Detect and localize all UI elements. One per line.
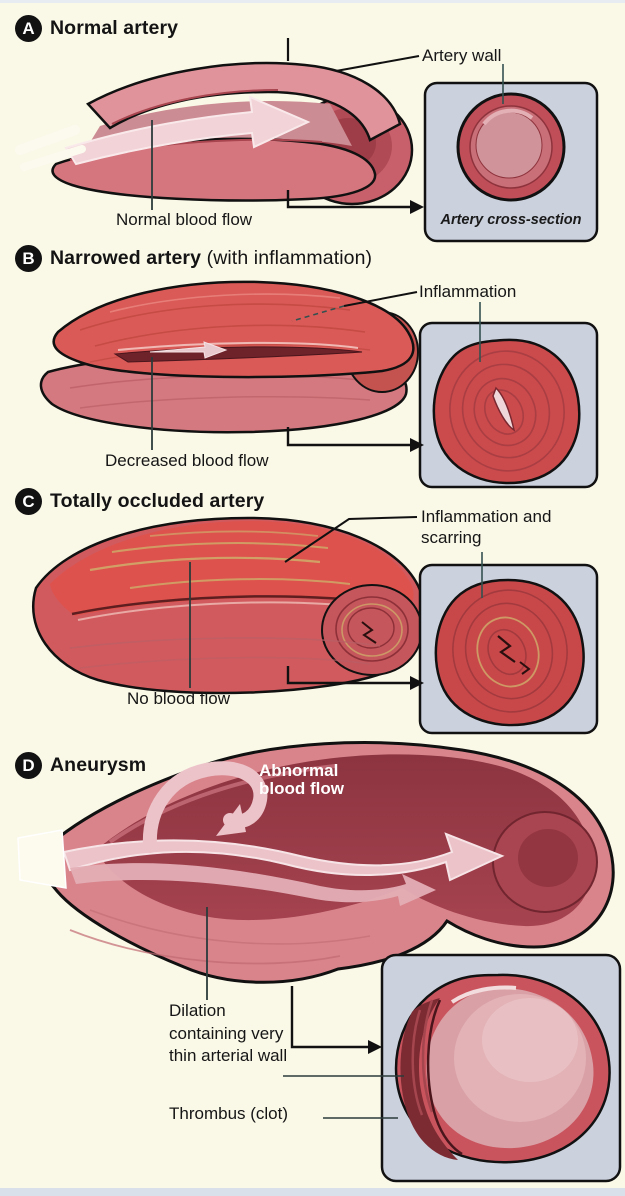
scarring-leader: [284, 516, 418, 563]
abnormal-blood-flow-label: Abnormal blood flow: [259, 761, 344, 798]
inflammation-leader: [343, 291, 418, 307]
section-title-a: Normal artery: [50, 17, 179, 39]
normal-artery-illustration: [15, 61, 414, 206]
section-title-b-suffix: (with inflammation): [201, 247, 373, 269]
decreased-flow-arrow: [149, 341, 228, 359]
cross-section-caption: Artery cross-section: [440, 212, 582, 228]
inflammation-scarring-label: Inflammation and scarring: [421, 507, 552, 547]
abnormal-flow-arrow: [62, 832, 505, 882]
normal-blood-flow-label: Normal blood flow: [116, 210, 253, 229]
section-badge-b: B: [15, 245, 42, 272]
aneurysm-illustration: [17, 741, 615, 984]
elbow-arrow-d: [290, 986, 368, 1049]
elbow-arrow-c: [286, 666, 410, 685]
leader-lines: [151, 38, 504, 1119]
section-badge-d: D: [15, 752, 42, 779]
artery-wall-bottom: [51, 137, 377, 202]
occluded-cross-section-panel: [418, 563, 599, 735]
narrowed-artery-illustration: [39, 280, 419, 434]
occluded-artery-illustration: [31, 516, 426, 695]
elbow-arrow-b: [286, 427, 410, 447]
dilation-label: Dilation containing very thin arterial w…: [169, 1001, 288, 1065]
section-badge-c: C: [15, 488, 42, 515]
section-title-b-main: Narrowed artery: [50, 247, 202, 269]
no-blood-flow-label: No blood flow: [127, 689, 231, 708]
section-title-d: Aneurysm: [50, 754, 147, 776]
section-title-c: Totally occluded artery: [50, 490, 265, 512]
section-title-b: Narrowed artery (with inflammation): [50, 247, 372, 270]
artery-wall-label: Artery wall: [422, 46, 502, 65]
inflamed-wall: [52, 280, 415, 379]
narrowed-lumen-slit: [492, 386, 516, 432]
narrowed-cross-section-panel: [418, 321, 599, 489]
artery-wall-leader: [335, 55, 420, 72]
cross-section-occluded: [434, 578, 585, 727]
section-badge-a: A: [15, 15, 42, 42]
normal-flow-arrow: [64, 95, 311, 166]
thrombus-label: Thrombus (clot): [169, 1104, 289, 1123]
aneurysm-cross-section-panel: [380, 953, 622, 1183]
inflammation-label: Inflammation: [419, 282, 517, 301]
decreased-blood-flow-label: Decreased blood flow: [105, 451, 269, 470]
swirl-flow-arrow: [142, 761, 268, 853]
bottom-edge-strip: [0, 1188, 625, 1196]
lower-flow-stream: [70, 863, 436, 906]
top-edge-strip: [0, 0, 625, 3]
normal-cross-section-panel: [423, 81, 599, 243]
elbow-arrow-a: [286, 190, 410, 209]
